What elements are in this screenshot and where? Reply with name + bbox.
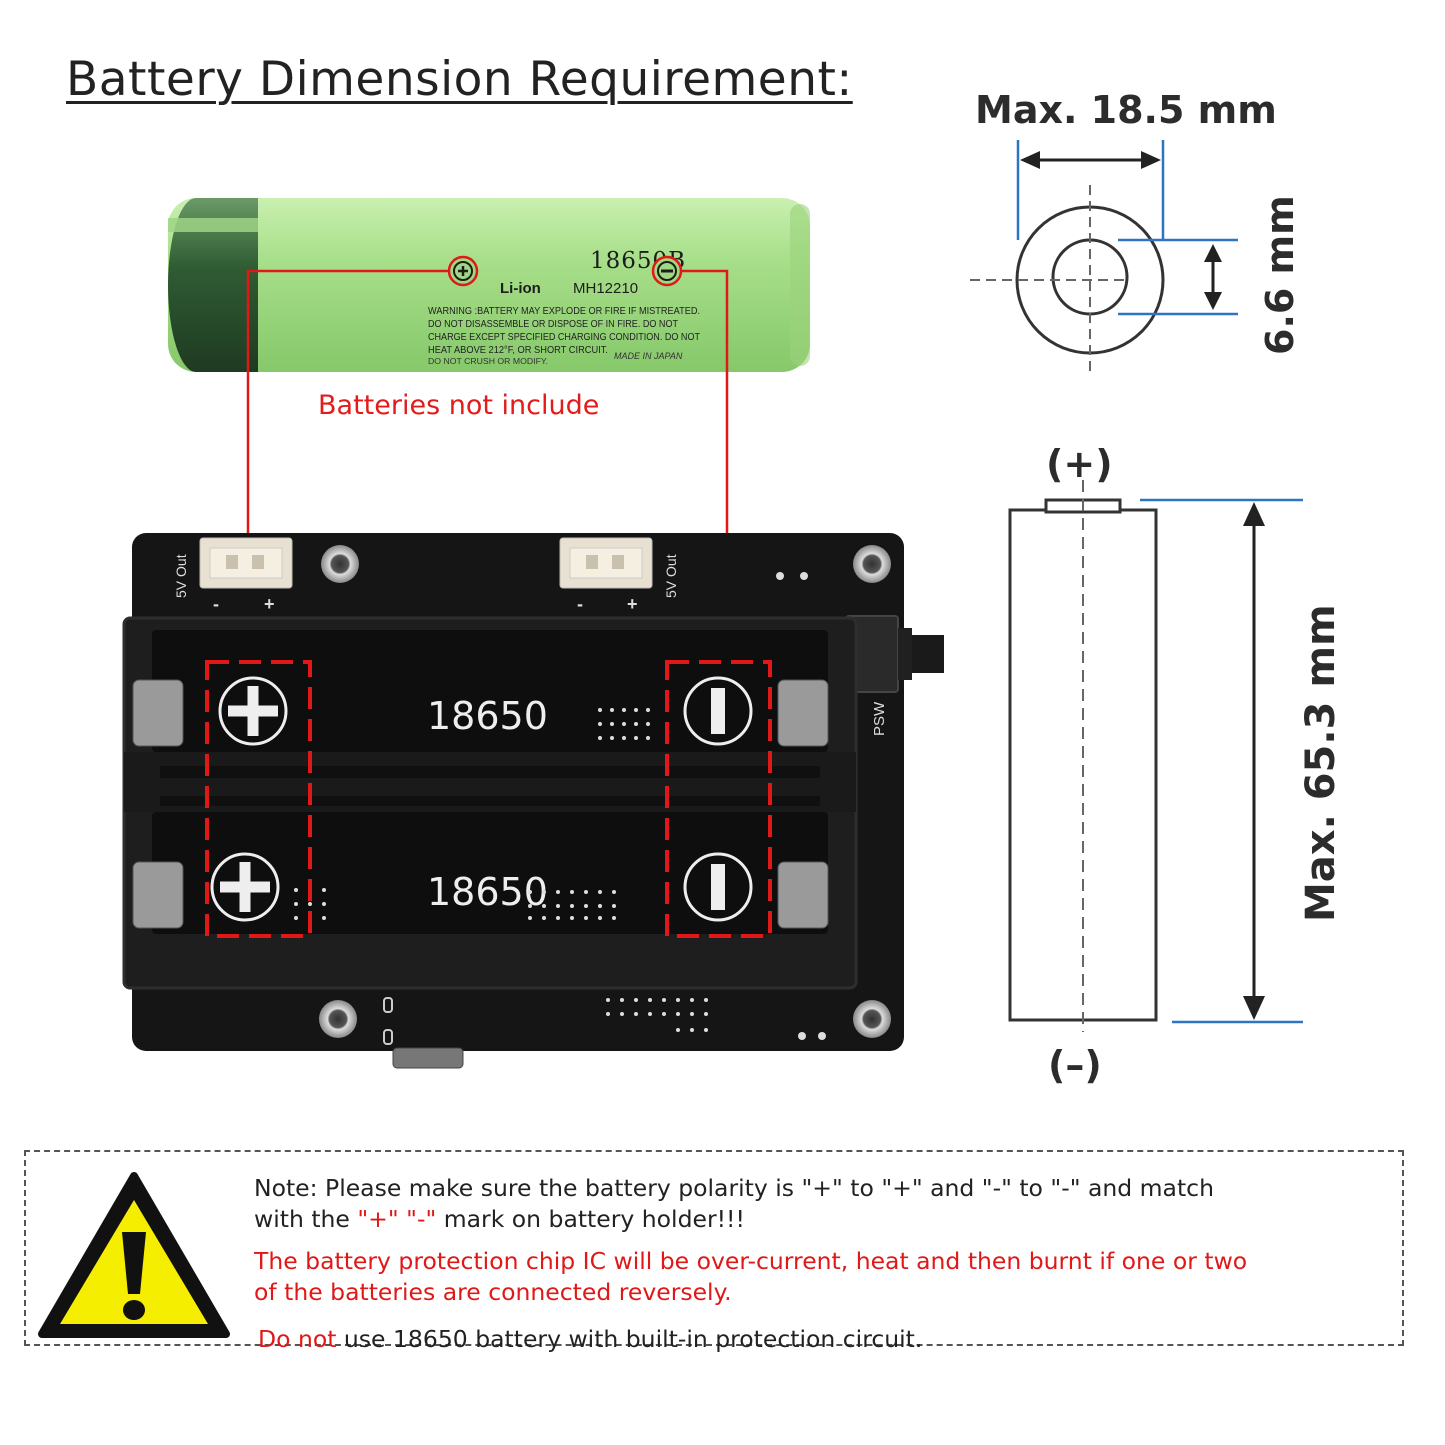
slot-top [152,630,828,752]
battery-warning-line: WARNING :BATTERY MAY EXPLODE OR FIRE IF … [428,306,700,317]
batteries-not-included-note: Batteries not include [318,390,600,421]
battery-body [168,198,810,372]
positive-terminal-label: (+) [1046,442,1113,486]
battery-clip [132,861,184,929]
note-donot-line: Do not use 18650 battery with built-in p… [258,1324,922,1354]
battery-origin: MADE IN JAPAN [614,351,683,361]
note-donot-rest: use 18650 battery with built-in protecti… [336,1325,923,1353]
battery-clip [132,679,184,747]
battery-minus-icon [651,255,683,287]
mount-hole [853,1000,891,1038]
switch-label: PSW [871,701,888,736]
note-box [24,1150,1404,1346]
terminal-label: 6.6 mm [1258,195,1302,355]
diagram-canvas: 18650B Li-ion MH12210 WARNING :BATTERY M… [122,88,1344,1087]
mount-hole [853,545,891,583]
note-warning-line-2: of the batteries are connected reversely… [254,1278,732,1306]
usb-port [392,1047,464,1069]
battery-warning-line: DO NOT CRUSH OR MODIFY. [428,357,548,366]
polarity-arrows [246,269,743,631]
diameter-label: Max. 18.5 mm [975,88,1277,132]
connector-plus: + [264,594,275,614]
plus-arrow [246,269,449,631]
battery-image: 18650B Li-ion MH12210 WARNING :BATTERY M… [168,198,810,372]
minus-arrow [681,269,743,631]
length-label: Max. 65.3 mm [1298,604,1344,922]
slot-plus-icon [210,852,280,922]
slot-bottom [152,812,828,934]
connector-left [199,537,293,589]
side-view-diagram: (+) Max. 65.3 mm (–) [1008,442,1344,1087]
connector-right [559,537,653,589]
battery-clip [777,679,829,747]
note-minus-mark: "-" [406,1205,437,1233]
connector-plus: + [627,594,638,614]
note-donot-prefix: Do not [258,1325,337,1353]
battery-highlight [790,204,810,366]
battery-chem: Li-ion [500,280,541,297]
slot-minus-icon [683,852,753,922]
connector-minus: - [213,594,219,614]
battery-plus-icon [447,255,479,287]
slot-minus-icon [683,676,753,746]
slot-label: 18650 [427,870,548,914]
plus-highlight [205,660,312,938]
power-switch-lever [912,635,944,673]
connector-label: 5V Out [173,554,189,598]
page-title: Battery Dimension Requirement: [66,52,853,107]
warning-icon [38,1172,230,1338]
note-line-2-start: with the [254,1205,358,1233]
pcb-dots [294,572,826,1040]
battery-stripe [168,218,258,232]
note-line-2: with the "+" "-" mark on battery holder!… [254,1204,745,1234]
minus-highlight [665,660,772,938]
note-warning-line-1: The battery protection chip IC will be o… [254,1247,1248,1275]
mount-hole [319,1000,357,1038]
battery-end-cap [168,198,258,372]
connector-label: 5V Out [663,554,679,598]
battery-holder-board: PSW 5V Out - + 5V Out - + [122,533,944,1069]
battery-warning-line: CHARGE EXCEPT SPECIFIED CHARGING CONDITI… [428,332,700,343]
mount-hole [321,545,359,583]
negative-terminal-label: (–) [1048,1043,1102,1087]
battery-warning-line: HEAT ABOVE 212°F, OR SHORT CIRCUIT. [428,345,608,356]
note-plus-mark: "+" [357,1205,399,1233]
connector-minus: - [577,594,583,614]
note-line-2-end: mark on battery holder!!! [436,1205,745,1233]
battery-code: MH12210 [573,280,638,297]
end-view-diagram: Max. 18.5 mm 6.6 mm [970,88,1302,375]
slot-label: 18650 [427,694,548,738]
battery-clip [777,861,829,929]
battery-warning-line: DO NOT DISASSEMBLE OR DISPOSE OF IN FIRE… [428,319,678,330]
slot-plus-icon [218,676,288,746]
note-line-1: Note: Please make sure the battery polar… [254,1174,1214,1202]
power-switch-knob [898,628,912,680]
